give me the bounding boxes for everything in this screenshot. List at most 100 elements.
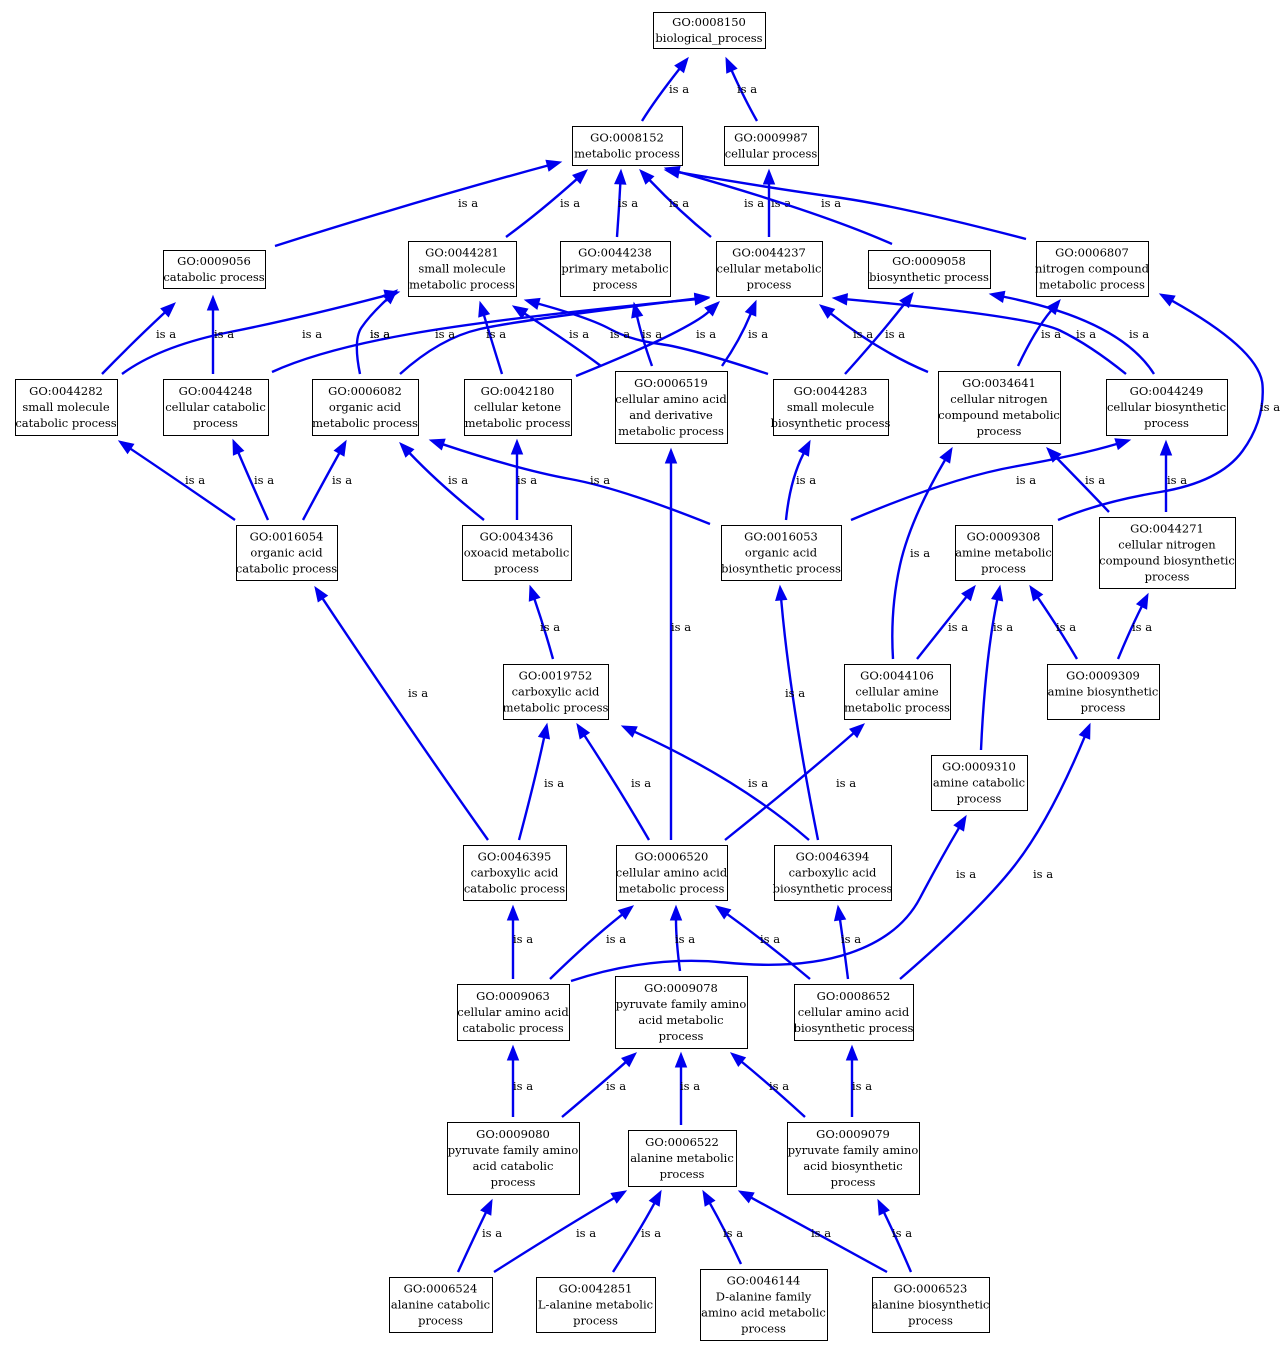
edge-line bbox=[129, 447, 236, 521]
go-id-label: GO:0009056 bbox=[177, 254, 251, 268]
go-id-label: GO:0044271 bbox=[1130, 522, 1204, 536]
edge-label: is a bbox=[669, 82, 689, 96]
edge-line bbox=[505, 178, 578, 238]
arrowhead-icon bbox=[762, 168, 776, 185]
term-name-line: process bbox=[418, 1314, 463, 1328]
node-box bbox=[931, 755, 1028, 811]
edge-line bbox=[648, 179, 712, 238]
arrowhead-icon bbox=[704, 301, 720, 317]
node-box bbox=[955, 525, 1053, 581]
term-name-line: alanine biosynthetic bbox=[872, 1298, 990, 1312]
edge-label: is a bbox=[1129, 327, 1149, 341]
node-box bbox=[653, 12, 766, 49]
edge-line bbox=[575, 310, 710, 378]
edge-n9063-to-n9310: is a bbox=[570, 814, 976, 983]
edge-line bbox=[408, 452, 485, 521]
edge-n6523-to-n9079: is a bbox=[877, 1198, 912, 1273]
go-id-label: GO:0009080 bbox=[476, 1127, 550, 1141]
arrowhead-icon bbox=[775, 584, 788, 601]
arrowhead-icon bbox=[1158, 293, 1176, 307]
edge-label: is a bbox=[370, 327, 390, 341]
edge-line bbox=[1016, 309, 1052, 367]
term-name-line: biosynthetic process bbox=[773, 882, 893, 896]
node-box bbox=[716, 241, 823, 297]
edge-line bbox=[533, 598, 555, 660]
edge-n34641-to-n44237: is a bbox=[818, 304, 929, 374]
term-name-line: process bbox=[1145, 570, 1190, 584]
arrowhead-icon bbox=[620, 725, 638, 738]
node-box bbox=[868, 250, 991, 289]
edge-line bbox=[1055, 457, 1110, 513]
edge-n6519-to-n44238: is a bbox=[631, 301, 662, 367]
edge-line bbox=[850, 442, 1117, 522]
arrowhead-icon bbox=[1159, 439, 1173, 456]
go-id-label: GO:0042180 bbox=[481, 384, 555, 398]
edge-label: is a bbox=[748, 327, 768, 341]
edge-label: is a bbox=[748, 776, 768, 790]
term-name-line: process bbox=[741, 1322, 786, 1336]
edge-label: is a bbox=[796, 473, 816, 487]
term-name-line: compound metabolic bbox=[938, 408, 1060, 422]
node-box bbox=[464, 379, 572, 436]
edge-line bbox=[615, 183, 622, 238]
edge-n6523-to-n6522: is a bbox=[737, 1190, 888, 1274]
arrowhead-icon bbox=[961, 584, 976, 602]
edge-label: is a bbox=[606, 932, 626, 946]
edge-label: is a bbox=[486, 327, 506, 341]
edge-label: is a bbox=[680, 1079, 700, 1093]
term-name-line: biosynthetic process bbox=[794, 1021, 914, 1035]
edge-line bbox=[916, 596, 968, 660]
edge-label: is a bbox=[606, 1079, 626, 1093]
edge-label: is a bbox=[590, 473, 610, 487]
node-box bbox=[503, 664, 609, 720]
term-name-line: metabolic process bbox=[409, 278, 515, 292]
arrowhead-icon bbox=[232, 438, 245, 456]
edge-line bbox=[1003, 295, 1156, 375]
node-box bbox=[700, 1269, 828, 1341]
edge-line bbox=[741, 1060, 806, 1118]
arrowhead-icon bbox=[693, 292, 711, 305]
edge-line bbox=[399, 297, 696, 375]
node-box bbox=[1106, 379, 1228, 436]
